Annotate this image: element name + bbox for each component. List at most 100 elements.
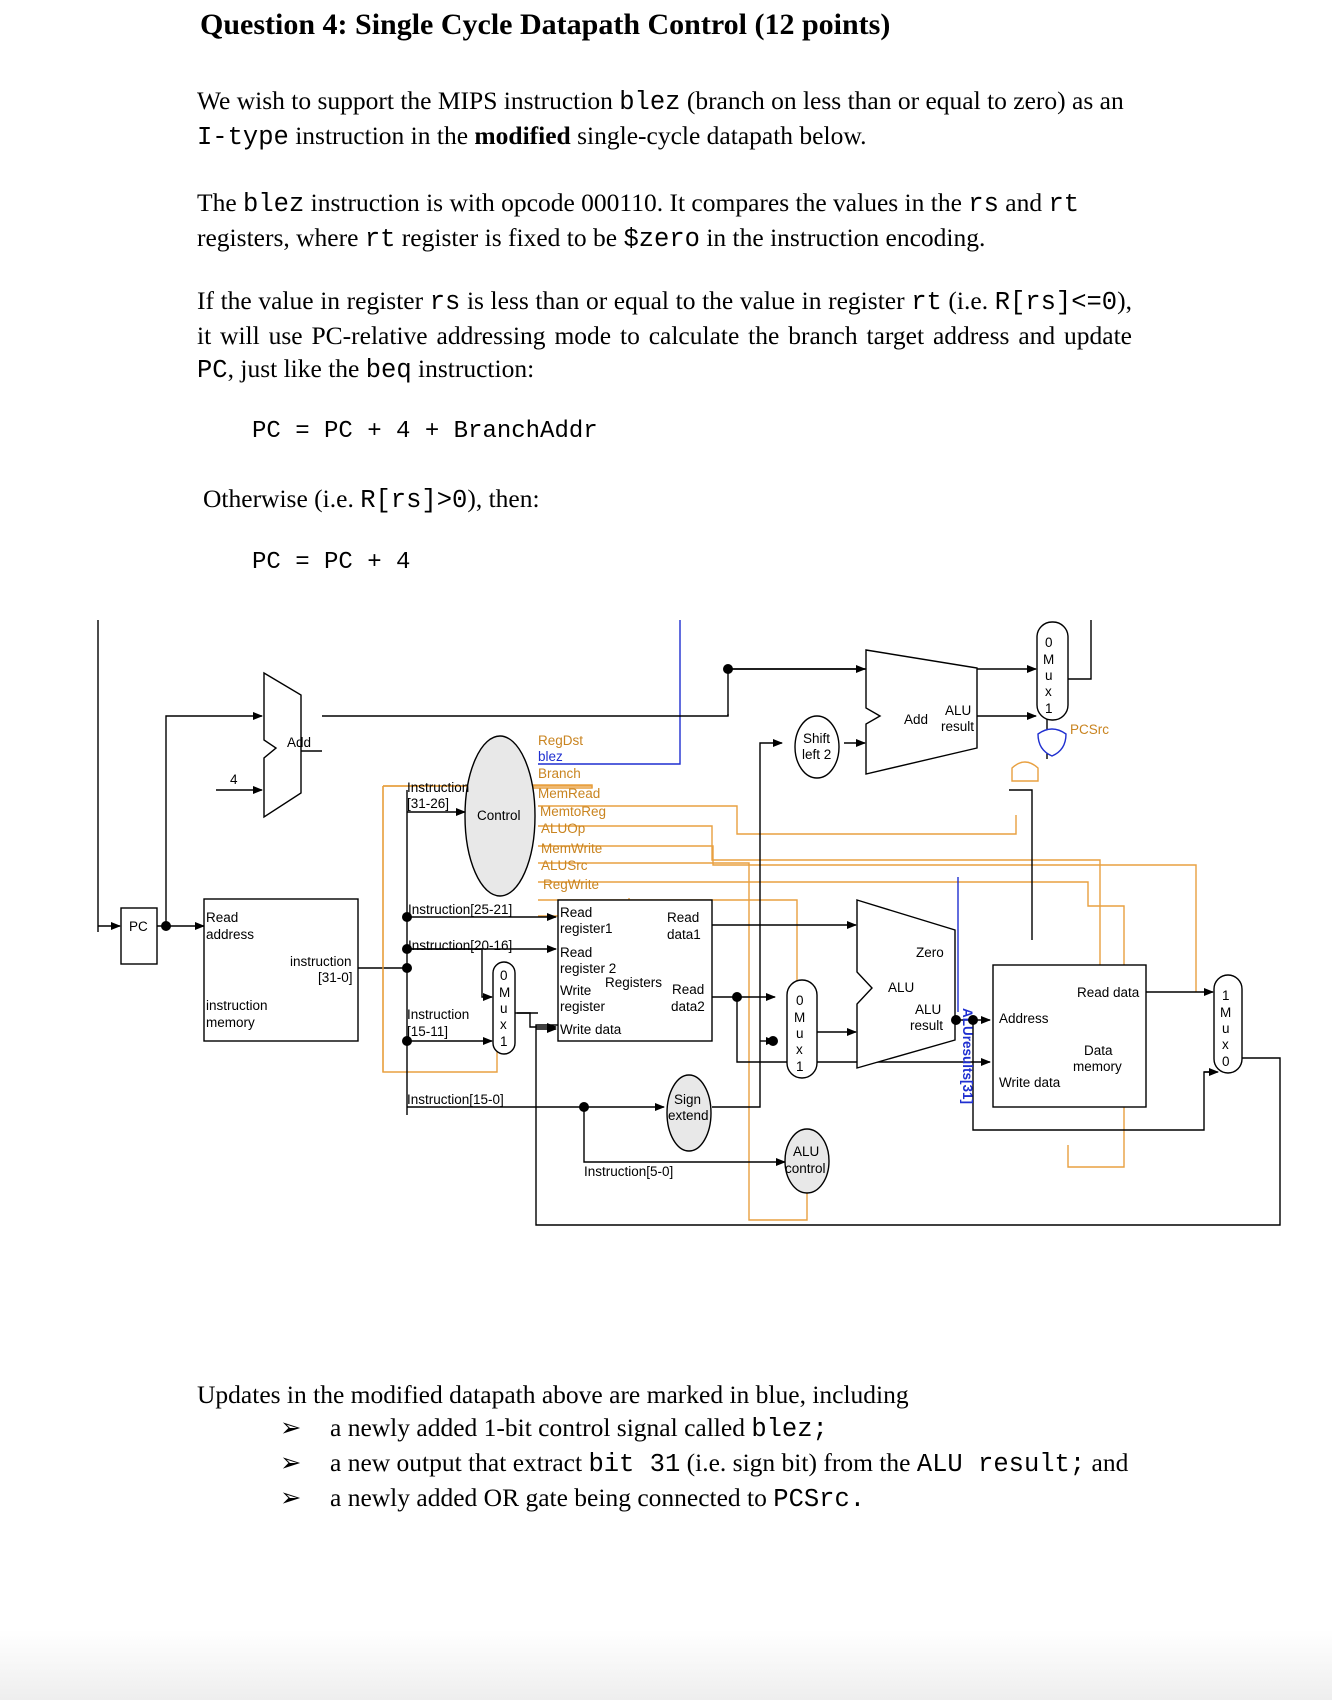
signal-alusrc: ALUSrc — [541, 858, 588, 873]
condition-code: R[rs]<=0 — [994, 288, 1118, 317]
regdst-mux-m: M — [499, 985, 510, 1000]
im-read-label: Read — [206, 910, 238, 925]
data-wires — [97, 620, 1281, 1226]
pc-code: PC — [197, 356, 228, 385]
datapath-diagram: PC Add 4 Read address instruction [31-0]… — [97, 620, 1281, 1226]
intro-text-1: We wish to support the MIPS instruction — [197, 86, 620, 115]
bullet-arrow-icon: ➢ — [280, 1483, 302, 1512]
opcode-text-6: in the instruction encoding. — [699, 223, 986, 252]
bullet-arrow-icon: ➢ — [280, 1413, 302, 1442]
rf-name: Registers — [605, 975, 662, 990]
wb-mux-0: 0 — [1222, 1054, 1230, 1069]
signal-blez: blez — [538, 749, 563, 764]
alu-control-1: ALU — [793, 1144, 819, 1159]
rf-rd1-b: data1 — [667, 927, 701, 942]
pc-mux-1: 1 — [1045, 701, 1053, 716]
update-2-text-1: a new output that extract — [330, 1448, 589, 1477]
cond-text-4: ), it will use PC-relative addressing mo… — [197, 286, 1132, 350]
constant-four: 4 — [230, 772, 238, 787]
dm-address: Address — [999, 1011, 1049, 1026]
im-instruction-label: instruction — [290, 954, 352, 969]
cond-text-3: (i.e. — [941, 286, 995, 315]
main-alu-label: ALU — [888, 980, 914, 995]
rf-rr1-a: Read — [560, 905, 592, 920]
wb-mux-u: u — [1222, 1021, 1230, 1036]
bullet-arrow-icon: ➢ — [280, 1448, 302, 1477]
aluresults31-label: ALUresults[31] — [960, 1008, 975, 1104]
pc-mux-m: M — [1043, 652, 1054, 667]
signal-regwrite: RegWrite — [543, 877, 599, 892]
shift-label-2: left 2 — [802, 747, 831, 762]
rf-rr1-b: register1 — [560, 921, 613, 936]
rt-code: rt — [364, 225, 396, 254]
regdst-mux — [492, 961, 516, 1055]
sequential-equation: PC = PC + 4 — [252, 549, 411, 576]
opcode-text-5: register is fixed to be — [395, 223, 624, 252]
update-2-code-1: bit 31 — [588, 1450, 681, 1479]
sign-extend — [666, 1074, 712, 1152]
instr-31-26-a: Instruction — [407, 780, 469, 795]
intro-text-4: single-cycle datapath below. — [570, 121, 867, 150]
otherwise-text-1: Otherwise (i.e. — [203, 484, 361, 513]
wb-mux-m: M — [1220, 1005, 1231, 1020]
register-file — [557, 899, 713, 1042]
rf-rd2-a: Read — [672, 982, 704, 997]
control-region-top — [383, 785, 593, 788]
rf-rd1-a: Read — [667, 910, 699, 925]
rf-wr-b: register — [560, 999, 606, 1014]
regdst-mux-1: 1 — [500, 1034, 508, 1049]
im-bits-label: [31-0] — [318, 970, 353, 985]
itype-code: I-type — [197, 123, 289, 152]
opcode-paragraph: The blez instruction is with opcode 0001… — [197, 186, 1132, 256]
branch-adder — [865, 649, 978, 775]
cond-text-2: is less than or equal to the value in re… — [460, 286, 912, 315]
control-unit — [464, 735, 536, 897]
main-alu-result-1: ALU — [915, 1002, 941, 1017]
update-item-blez: ➢ a newly added 1-bit control signal call… — [270, 1411, 1170, 1446]
data-memory — [992, 964, 1147, 1108]
wb-mux-1: 1 — [1222, 988, 1230, 1003]
signal-memwrite: MemWrite — [541, 841, 602, 856]
blez-code: blez — [243, 190, 305, 219]
memtoreg-mux — [1213, 974, 1243, 1074]
shift-label-1: Shift — [803, 731, 830, 746]
rt-code: rt — [1048, 190, 1080, 219]
alusrc-mux-u: u — [796, 1026, 804, 1041]
updates-intro: Updates in the modified datapath above a… — [197, 1380, 909, 1409]
instr-5-0: Instruction[5-0] — [584, 1164, 673, 1179]
pc-mux-u: u — [1045, 668, 1053, 683]
or-gate — [1037, 728, 1067, 757]
update-1-text: a newly added 1-bit control signal calle… — [330, 1413, 752, 1442]
rf-wd: Write data — [560, 1022, 622, 1037]
control-label: Control — [477, 808, 521, 823]
otherwise-paragraph: Otherwise (i.e. R[rs]>0), then: — [203, 482, 1138, 517]
main-alu-result-2: result — [910, 1018, 943, 1033]
condition-paragraph: If the value in register rs is less than… — [197, 284, 1132, 387]
rt-code: rt — [911, 288, 942, 317]
alusrc-mux-m: M — [794, 1010, 805, 1025]
blue-updates — [538, 620, 959, 1012]
pcsrc-mux — [1036, 621, 1069, 721]
branch-equation: PC = PC + 4 + BranchAddr — [252, 418, 598, 445]
dm-name-2: memory — [1073, 1059, 1122, 1074]
instr-15-11-a: Instruction — [407, 1007, 469, 1022]
pcsrc-label: PCSrc — [1070, 722, 1109, 737]
alusrc-mux-x: x — [796, 1042, 803, 1057]
cond-text-5: , just like the — [227, 354, 366, 383]
im-name-1: instruction — [206, 998, 268, 1013]
rs-code: rs — [429, 288, 461, 317]
pc-mux-0: 0 — [1045, 635, 1053, 650]
alusrc-mux-0: 0 — [796, 993, 804, 1008]
update-3-code: PCSrc. — [773, 1485, 866, 1514]
rf-wr-a: Write — [560, 983, 591, 998]
opcode-text-2: instruction is with opcode 000110. It co… — [304, 188, 969, 217]
pc-adder-label: Add — [287, 735, 311, 750]
update-2-text-2: (i.e. sign bit) from the — [680, 1448, 917, 1477]
regdst-mux-x: x — [500, 1017, 507, 1032]
alu-control-2: control — [785, 1161, 826, 1176]
alusrc-mux-1: 1 — [796, 1059, 804, 1074]
alusrc-mux — [786, 979, 818, 1079]
wb-mux-x: x — [1222, 1037, 1229, 1052]
instr-20-16: Instruction[20-16] — [408, 938, 512, 953]
beq-code: beq — [365, 356, 412, 385]
